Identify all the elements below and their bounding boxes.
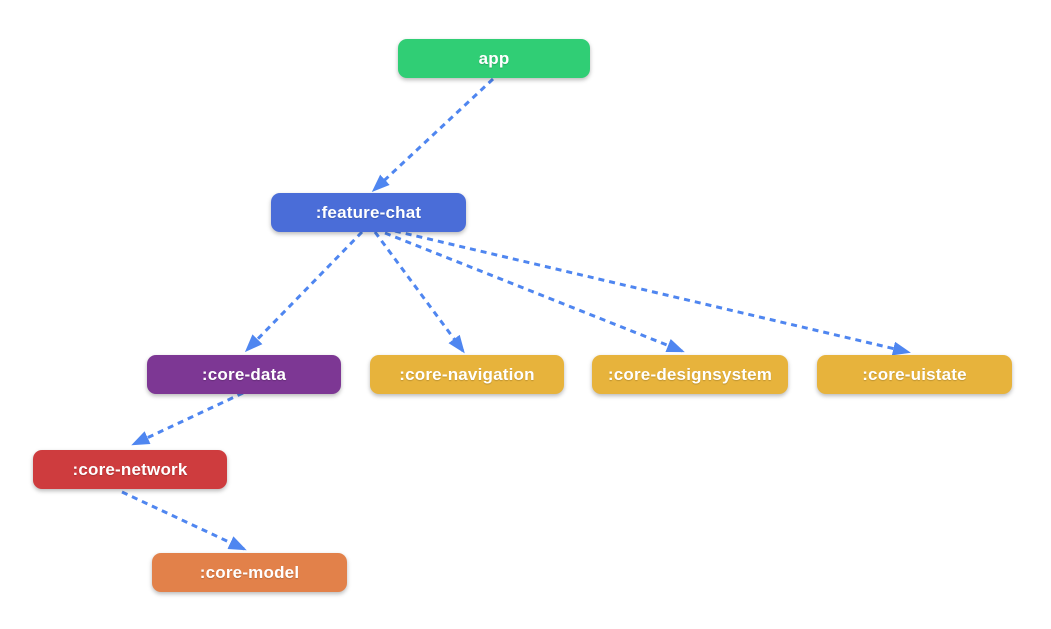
node-core-network: :core-network [33, 450, 227, 489]
node-app: app [398, 39, 590, 78]
node-core-navigation: :core-navigation [370, 355, 564, 394]
node-core-model: :core-model [152, 553, 347, 592]
node-core-designsystem: :core-designsystem [592, 355, 788, 394]
node-core-uistate: :core-uistate [817, 355, 1012, 394]
edge-feature-chat-to-core-data [244, 230, 364, 353]
node-core-data: :core-data [147, 355, 341, 394]
edge-feature-chat-to-core-navigation [373, 231, 465, 354]
node-feature-chat: :feature-chat [271, 193, 466, 232]
edge-feature-chat-to-core-uistate [394, 229, 911, 356]
edge-core-data-to-core-network [131, 391, 244, 446]
edge-feature-chat-to-core-designsystem [384, 231, 685, 353]
edge-core-network-to-core-model [121, 490, 247, 551]
edge-app-to-feature-chat [371, 77, 495, 193]
